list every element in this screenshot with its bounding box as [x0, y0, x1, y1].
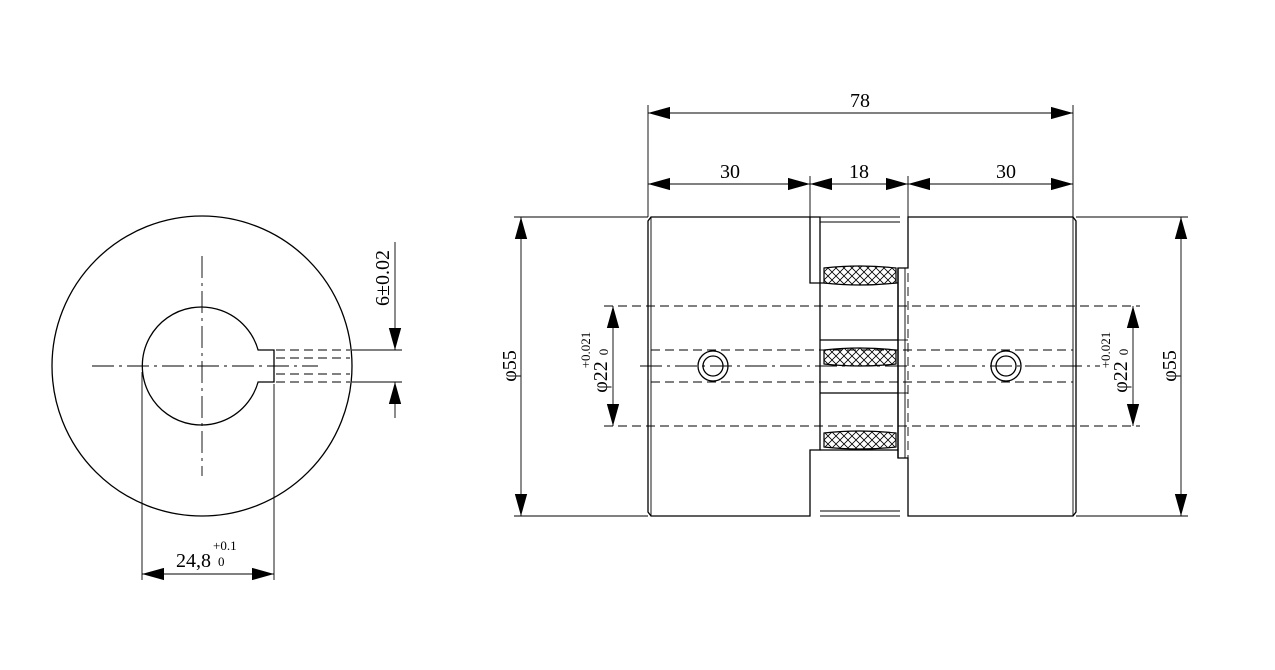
bore-left-dimension: φ22 +0.021 0 — [578, 306, 620, 426]
keyway-depth-tol-upper: +0.1 — [213, 538, 237, 553]
outer-diameter-left-label: φ55 — [499, 350, 521, 382]
bore-left-tol-lower: 0 — [596, 349, 611, 356]
bore-right-tol-lower: 0 — [1116, 349, 1131, 356]
bore-left-tol-upper: +0.021 — [578, 332, 593, 369]
bore-with-keyway — [141, 306, 275, 426]
overall-length-dimension: 78 — [647, 90, 1074, 217]
front-view: 78 30 18 30 φ55 — [499, 90, 1188, 517]
set-screw-left — [697, 350, 729, 382]
segment-length-dimensions: 30 18 30 — [648, 161, 1073, 217]
left-hub — [647, 216, 821, 517]
keyway-depth-tol-lower: 0 — [218, 554, 225, 569]
spider-pad-top — [823, 265, 897, 286]
keyway-width-label: 6±0.02 — [372, 250, 394, 306]
keyway-depth-dimension: 24,8 +0.1 0 — [141, 372, 275, 581]
keyway-depth-label: 24,8 — [176, 550, 211, 572]
bore-right-dimension: φ22 +0.021 0 — [1098, 306, 1140, 426]
spider-pad-bottom — [823, 430, 897, 450]
bore-left-label: φ22 — [590, 361, 612, 393]
overall-length-label: 78 — [850, 90, 870, 112]
spider-length-label: 18 — [849, 161, 869, 183]
set-screw-right — [990, 350, 1022, 382]
outer-diameter-right-label: φ55 — [1159, 350, 1181, 382]
outer-circle — [51, 215, 353, 517]
outer-diameter-left-dimension: φ55 — [499, 216, 648, 517]
bore-right-label: φ22 — [1110, 361, 1132, 393]
bore-right-tol-upper: +0.021 — [1098, 332, 1113, 369]
left-claw-top — [810, 216, 821, 283]
hub-right-length-label: 30 — [996, 161, 1016, 183]
spider-pad-middle — [823, 347, 897, 367]
hub-left-length-label: 30 — [720, 161, 740, 183]
outer-diameter-right-dimension: φ55 — [1076, 216, 1188, 517]
right-hub — [897, 216, 1077, 517]
side-view: 6±0.02 24,8 +0.1 0 — [51, 215, 402, 581]
keyway-width-dimension: 6±0.02 — [352, 242, 402, 418]
